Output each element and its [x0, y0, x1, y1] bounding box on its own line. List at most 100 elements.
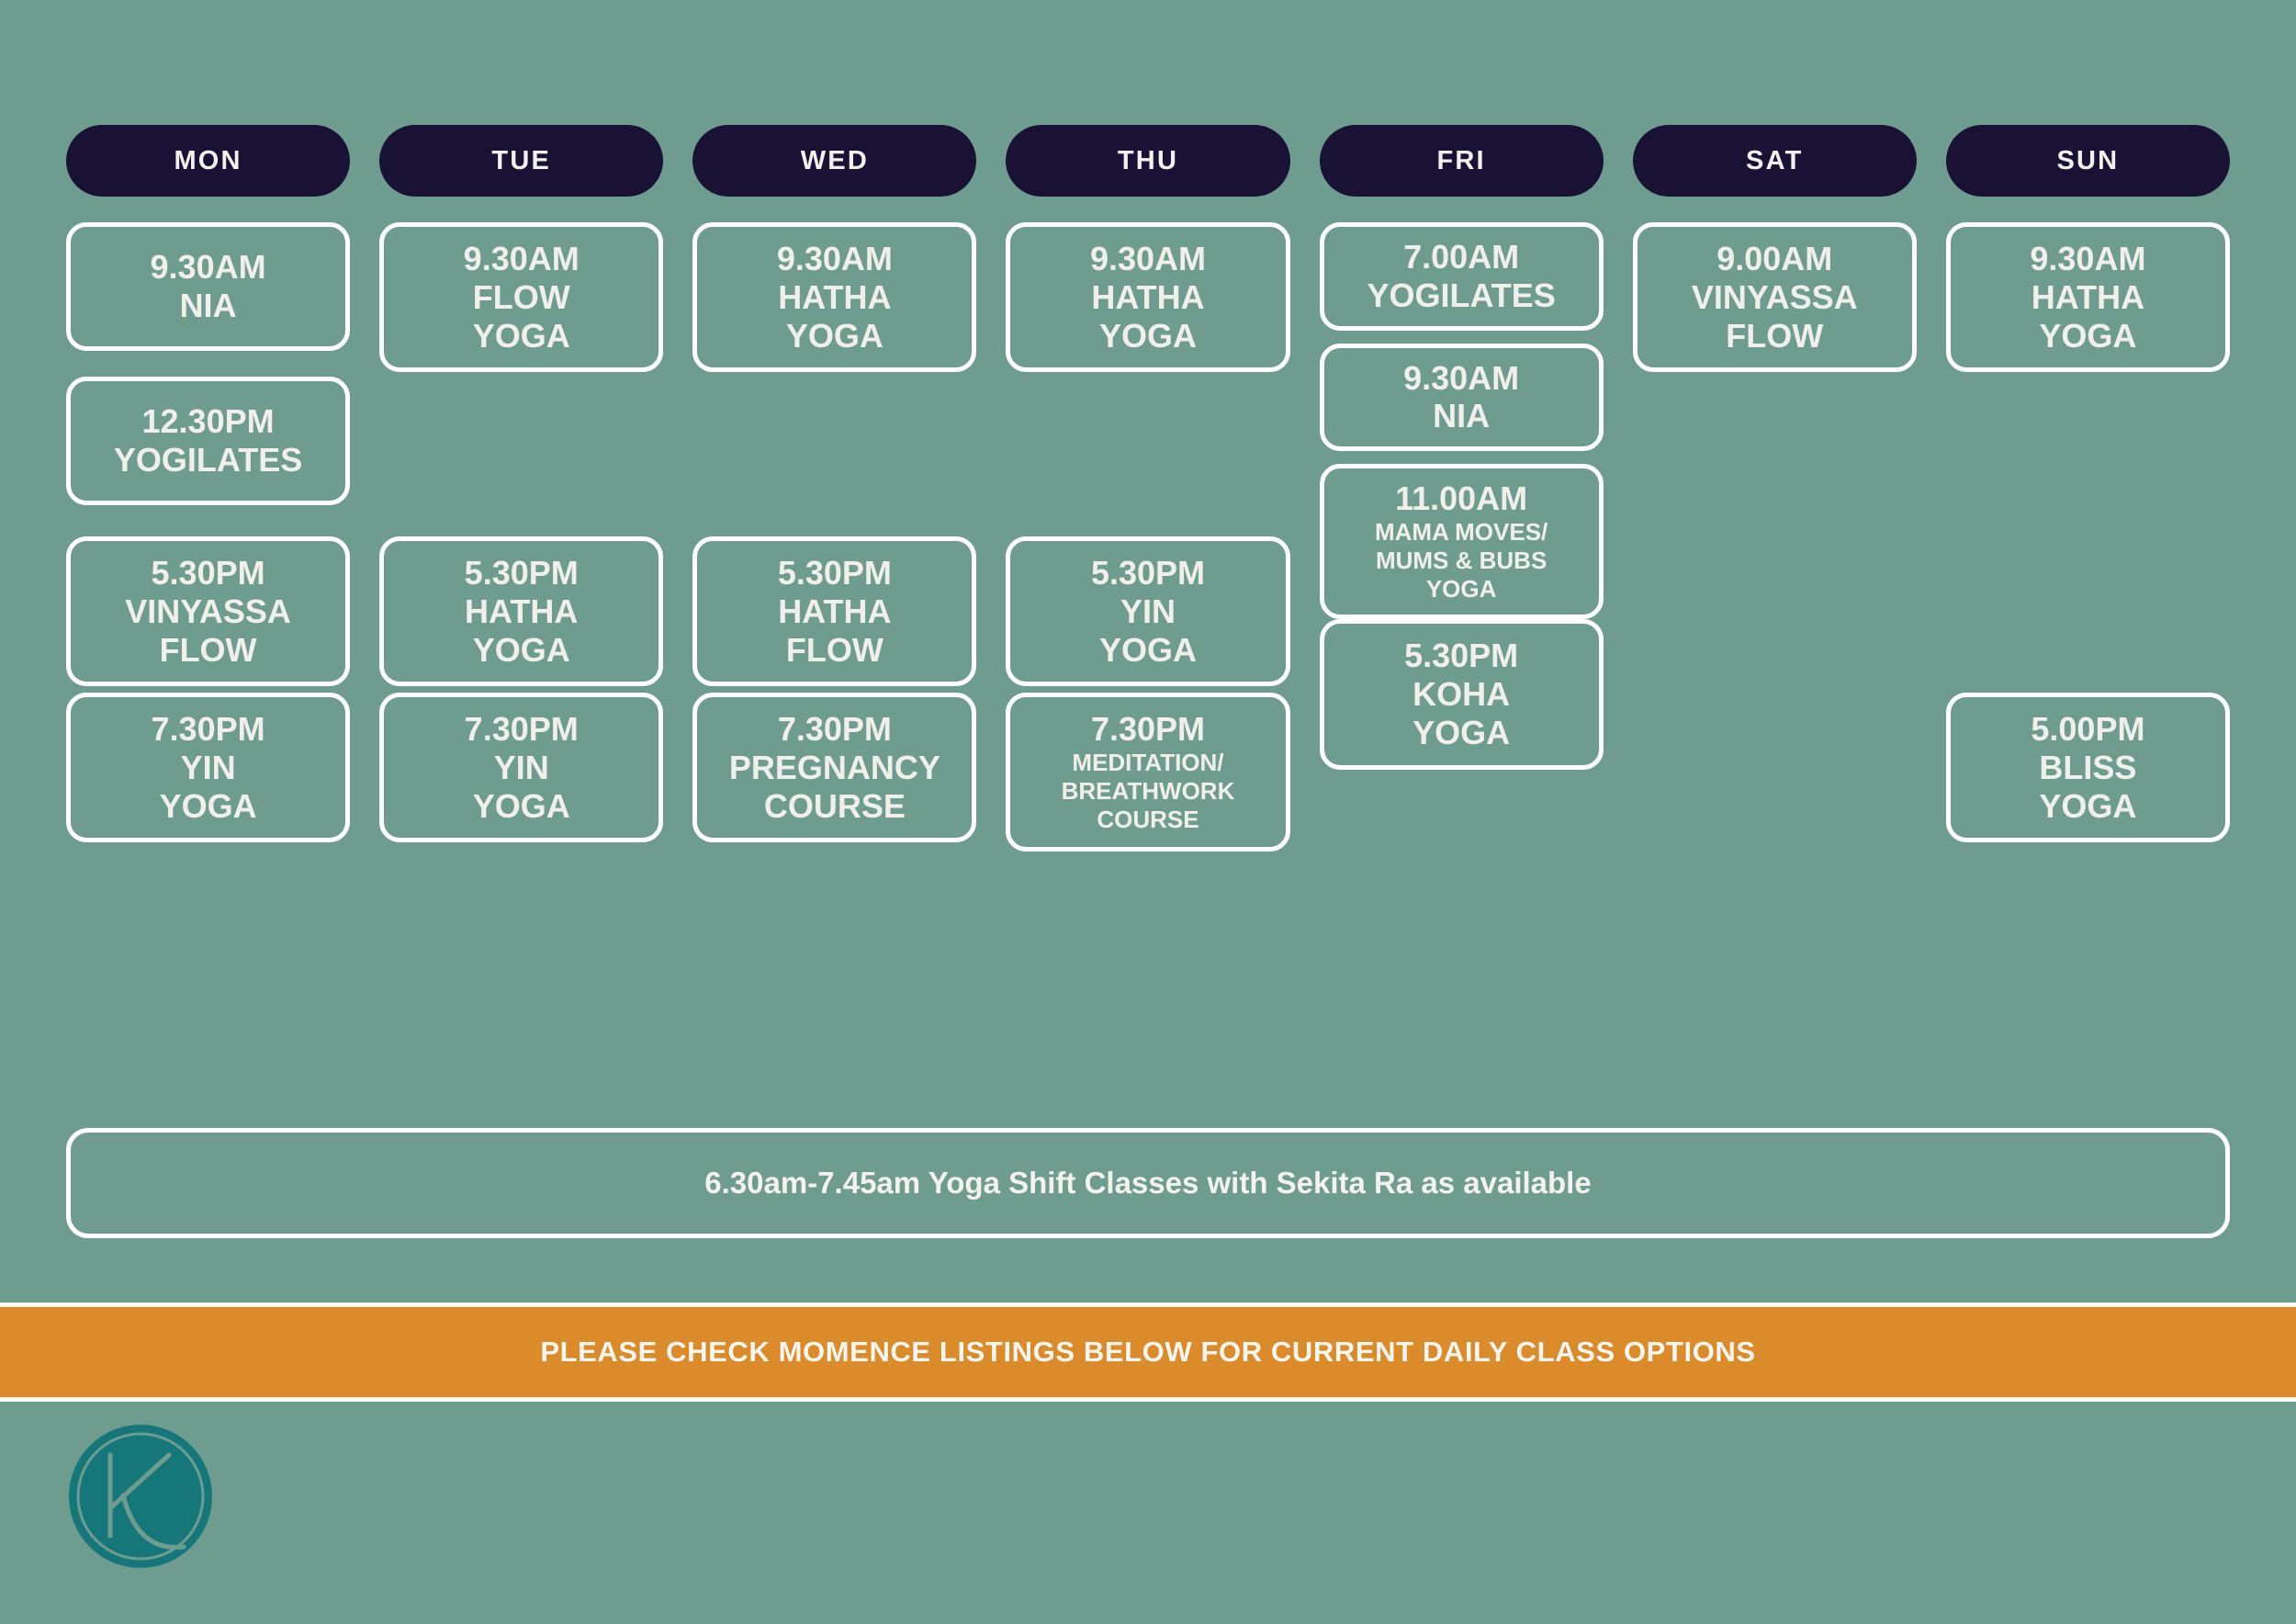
banner-bottom-rule	[0, 1397, 2296, 1402]
time-band	[1633, 377, 1917, 536]
class-time: 12.30PM	[141, 402, 275, 441]
class-time: 9.30AM	[463, 240, 580, 277]
time-band	[1946, 377, 2230, 536]
class-time: 9.30AM	[1089, 240, 1207, 277]
class-time: 9.30AM	[776, 240, 893, 277]
class-name: YOGILATES	[113, 441, 303, 479]
class-name: NIA	[179, 287, 237, 324]
class-time: 7.30PM	[151, 710, 265, 748]
banner-strip: PLEASE CHECK MOMENCE LISTINGS BELOW FOR …	[0, 1307, 2296, 1397]
day-header-thu[interactable]: THU	[1006, 125, 1290, 197]
class-time: 11.00AM	[1395, 479, 1528, 517]
studio-logo	[66, 1422, 215, 1571]
class-time: 9.30AM	[150, 248, 266, 287]
class-time: 5.30PM	[1404, 637, 1519, 675]
time-band	[1633, 536, 1917, 693]
day-header-fri[interactable]: FRI	[1319, 125, 1604, 197]
yoga-shift-note-text: 6.30am-7.45am Yoga Shift Classes with Se…	[704, 1166, 1592, 1200]
momence-banner: PLEASE CHECK MOMENCE LISTINGS BELOW FOR …	[0, 1303, 2296, 1402]
day-header-wed[interactable]: WED	[692, 125, 977, 197]
day-header-label: WED	[800, 145, 869, 175]
class-time: 5.30PM	[464, 554, 579, 592]
day-header-label: MON	[174, 145, 242, 175]
day-header-tue[interactable]: TUE	[379, 125, 664, 197]
class-time: 7.00AM	[1403, 238, 1520, 276]
class-time: 5.30PM	[1090, 554, 1206, 592]
banner-top-rule	[0, 1303, 2296, 1307]
day-header-mon[interactable]: MON	[66, 125, 351, 197]
day-header-label: SUN	[2056, 145, 2120, 175]
class-time: 5.30PM	[151, 554, 265, 592]
time-band	[1006, 377, 1289, 536]
banner-text: PLEASE CHECK MOMENCE LISTINGS BELOW FOR …	[540, 1336, 1756, 1368]
day-header-label: TUE	[491, 145, 552, 175]
time-band	[379, 377, 663, 536]
time-band	[692, 377, 976, 536]
day-header-sat[interactable]: SAT	[1632, 125, 1917, 197]
class-time: 9.30AM	[2030, 240, 2146, 277]
day-header-sun[interactable]: SUN	[1945, 125, 2230, 197]
class-time: 5.00PM	[2031, 710, 2145, 748]
day-header-label: THU	[1117, 145, 1179, 175]
class-name: YOGILATES	[1367, 276, 1556, 314]
